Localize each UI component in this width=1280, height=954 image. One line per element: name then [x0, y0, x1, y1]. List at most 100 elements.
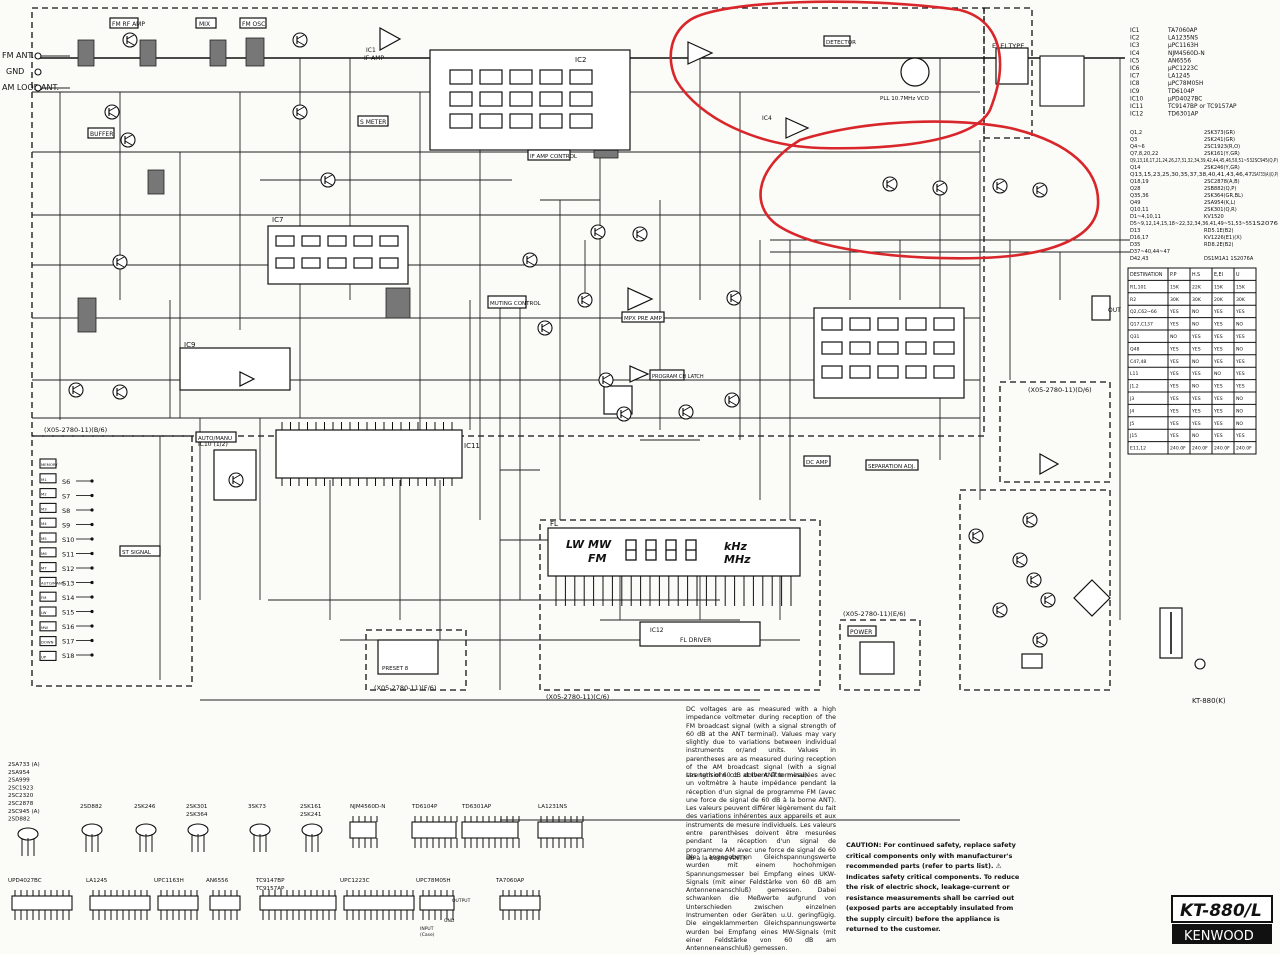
table-cell: J5 — [1129, 421, 1134, 427]
transistor-code: 2SA733 (A) — [8, 762, 40, 768]
ic-ref: IC10 — [1130, 96, 1143, 102]
ic-ref: IC11 — [1130, 104, 1143, 110]
transistor-ref: Q1,2 — [1130, 130, 1142, 136]
table-header: E,EI — [1214, 272, 1223, 278]
key-label: M4 — [41, 521, 47, 526]
table-cell: NO — [1214, 371, 1221, 377]
transistor-code-list: 2SA733 (A)2SA9542SA9992SC19232SC23202SC2… — [8, 762, 40, 823]
display-band-row1: LW MW — [566, 538, 612, 551]
key-label: M3 — [41, 506, 47, 511]
table-cell: 22K — [1192, 284, 1202, 290]
ic-part: TC9147BP or TC9157AP — [1167, 104, 1237, 110]
table-cell: YES — [1169, 408, 1179, 414]
switch-label: S7 — [62, 493, 70, 501]
regulator-pin-label: OUTPUT — [452, 898, 471, 904]
table-cell: 15K — [1236, 284, 1246, 290]
table-cell: YES — [1191, 371, 1201, 377]
transistor-part: 2SC945(Q,P) — [1252, 158, 1278, 164]
transistor-ref: Q9,13,16,17,21,24,26,27,31,32,34,39,42,4… — [1130, 158, 1252, 164]
transistor-symbols — [68, 32, 1056, 648]
unit-label-b6: (X05-2780-11)(B/6) — [44, 426, 107, 434]
table-cell: 15K — [1214, 284, 1224, 290]
unit-label-c6: (X05-2780-11)(C/6) — [546, 693, 609, 701]
table-cell: YES — [1169, 371, 1179, 377]
ic10-label: IC10 (1/2) — [198, 441, 228, 448]
ic11-label: IC11 — [464, 442, 480, 450]
table-cell: YES — [1169, 359, 1179, 365]
package-name: LA1245 — [86, 878, 108, 884]
brand-badge: KENWOOD — [1184, 929, 1254, 944]
transistor-part: 2SK241(GR) — [1204, 137, 1235, 143]
table-cell: NO — [1192, 433, 1199, 439]
transistor-ref: D1~4,10,11 — [1130, 214, 1161, 220]
key-label: AUTO/MANU — [41, 580, 65, 585]
pll-label: PLL 10.7MHz VCO — [880, 96, 930, 102]
transistor-ref: Q28 — [1130, 186, 1141, 192]
switch-label: S17 — [62, 638, 74, 646]
key-label: MEMORY — [41, 462, 58, 467]
table-cell: L11 — [1130, 371, 1138, 377]
table-cell: YES — [1169, 421, 1179, 427]
key-label: M2 — [41, 492, 47, 497]
program-ch-latch-label: PROGRAM CH LATCH — [652, 374, 704, 380]
table-cell: NO — [1192, 309, 1199, 315]
package-name: UPC1163H — [154, 878, 184, 884]
regulator-pin-label: (Case) — [420, 932, 435, 938]
package-name: UPD4027BC — [8, 878, 42, 884]
transistor-part: 2SC2878(A,B) — [1204, 179, 1240, 185]
package-name: 2SD882 — [80, 804, 102, 810]
ic11-pins — [281, 422, 453, 486]
fm-antenna-label: FM ANT. — [2, 51, 34, 60]
table-cell: YES — [1213, 421, 1223, 427]
auto-manu-label: AUTO/MANU — [198, 436, 232, 442]
table-cell: YES — [1235, 334, 1245, 340]
transistor-ref: D37~40,44~47 — [1130, 249, 1170, 255]
ic7-block — [267, 225, 409, 285]
table-cell: 240.0F — [1236, 446, 1252, 452]
table-cell: 20K — [1214, 297, 1224, 303]
table-cell: YES — [1169, 433, 1179, 439]
transistor-ref: Q18,19 — [1130, 179, 1149, 185]
transistor-ref: Q4~6 — [1130, 144, 1145, 150]
key-label: M6 — [41, 551, 47, 556]
am-antenna-label: AM LOOP ANT. — [2, 83, 59, 92]
transistor-ref: Q10,11 — [1130, 207, 1149, 213]
table-cell: YES — [1235, 371, 1245, 377]
ic-ref: IC3 — [1130, 43, 1140, 49]
key-label: M7 — [41, 566, 47, 571]
rf-coil-can — [209, 39, 227, 67]
ic-part: LA1245 — [1168, 74, 1190, 80]
separation-adj-label: SEPARATION ADJ. — [868, 464, 915, 470]
type-label: E, EI TYPE — [992, 42, 1024, 50]
ac-plug — [1194, 658, 1206, 670]
table-cell: 240.0F — [1192, 446, 1208, 452]
model-badge-box — [1171, 895, 1273, 923]
unit-label-d6: (X05-2780-11)(D/6) — [1028, 386, 1092, 394]
table-cell: J15 — [1129, 433, 1137, 439]
table-cell: 30K — [1236, 297, 1246, 303]
key-label: M5 — [41, 536, 47, 541]
table-cell: J1,2 — [1129, 384, 1139, 390]
transistor-code: 2SC1923 — [8, 785, 34, 791]
preset-label: PRESET 8 — [382, 666, 409, 672]
transistor-part: 2SK246(Y,GR) — [1204, 165, 1240, 171]
transistor-ref: D35 — [1130, 242, 1140, 248]
key-label: MW — [41, 625, 48, 630]
transistor-code: 2SA999 — [8, 778, 30, 784]
ic-part: μPC1223C — [1168, 66, 1198, 72]
table-cell: NO — [1170, 334, 1177, 340]
switch-label: S13 — [62, 580, 74, 588]
package-name: TC9147BP — [255, 878, 285, 884]
transistor-part: 2SK161(Y,GR) — [1204, 151, 1240, 157]
ic9-label: IC9 — [184, 341, 195, 349]
muting-control-label: MUTING CONTROL — [490, 301, 542, 307]
table-cell: Q31 — [1130, 334, 1140, 340]
table-cell: Q48 — [1130, 346, 1140, 352]
table-cell: NO — [1236, 396, 1243, 402]
transistor-code: 2SC2878 — [8, 801, 34, 807]
note-french: Les tensions c.c. doivent être mesurées … — [686, 772, 836, 862]
table-cell: YES — [1235, 359, 1245, 365]
